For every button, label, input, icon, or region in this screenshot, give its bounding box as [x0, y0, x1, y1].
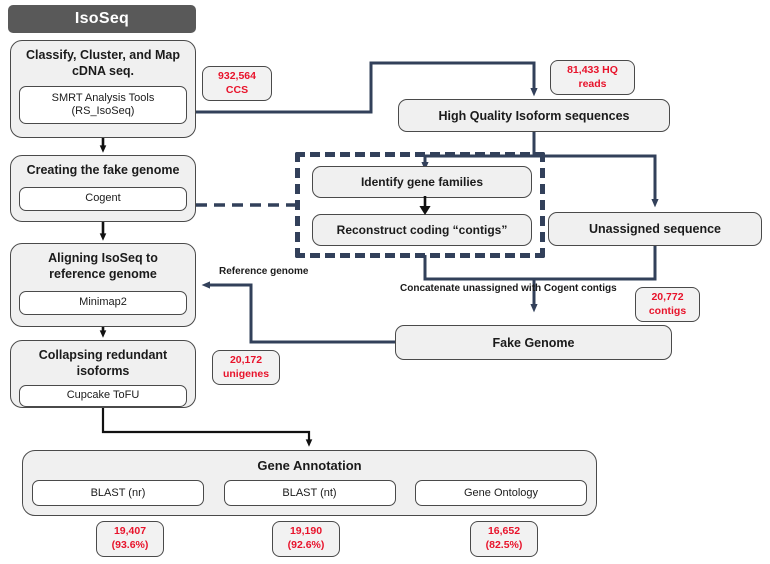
stat-unit: unigenes: [222, 367, 270, 380]
stat-unit: CCS: [225, 83, 249, 96]
wire-stage4-to-annotation: [101, 408, 313, 447]
stage-classify-cluster-map[interactable]: Classify, Cluster, and Map cDNA seq. SMR…: [10, 40, 196, 138]
annotation-tool-gene-ontology[interactable]: Gene Ontology: [415, 480, 587, 506]
page-title: IsoSeq: [74, 10, 130, 27]
panel-gene-annotation[interactable]: Gene Annotation BLAST (nr) BLAST (nt) Ge…: [22, 450, 597, 516]
stat-gene-ontology-result: 16,652 (82.5%): [470, 521, 538, 557]
stat-value: 16,652: [487, 525, 521, 538]
stage-title: Aligning IsoSeq to reference genome: [48, 251, 158, 281]
stat-ccs: 932,564 CCS: [202, 66, 272, 101]
box-high-quality-isoform-sequences[interactable]: High Quality Isoform sequences: [398, 99, 670, 132]
stage-title: Creating the fake genome: [26, 163, 180, 177]
wire-unassigned-to-bus: [534, 246, 657, 281]
annotation-tool-blast-nr[interactable]: BLAST (nr): [32, 480, 204, 506]
annotation-tools-row: BLAST (nr) BLAST (nt) Gene Ontology: [32, 480, 587, 506]
stat-blast-nr-result: 19,407 (93.6%): [96, 521, 164, 557]
wire-identify-to-reconstruct: [419, 196, 431, 215]
stat-value: 20,772: [651, 290, 684, 303]
wire-fakegenome-to-aligning: [201, 281, 395, 344]
annotation-tool-blast-nt[interactable]: BLAST (nt): [223, 480, 396, 506]
stage-title: Collapsing redundant isoforms: [38, 348, 168, 378]
stat-value: 19,190: [289, 525, 323, 538]
box-fake-genome[interactable]: Fake Genome: [395, 325, 672, 360]
stat-blast-nt-result: 19,190 (92.6%): [272, 521, 340, 557]
stat-value: 81,433 HQ: [567, 63, 618, 76]
stat-percent: (82.5%): [485, 539, 523, 551]
box-unassigned-sequence[interactable]: Unassigned sequence: [548, 212, 762, 246]
stat-percent: (92.6%): [287, 539, 325, 551]
stat-value: 20,172: [229, 353, 263, 366]
box-reconstruct-coding-contigs[interactable]: Reconstruct coding “contigs”: [312, 214, 532, 246]
stat-unit: contigs: [648, 304, 687, 317]
stat-hq-reads: 81,433 HQ reads: [550, 60, 635, 95]
stage-tool[interactable]: Cogent: [19, 186, 187, 211]
stage-aligning-isoseq[interactable]: Aligning IsoSeq to reference genome Mini…: [10, 243, 196, 327]
panel-title: Gene Annotation: [257, 458, 362, 473]
stage-tool[interactable]: Minimap2: [19, 291, 187, 316]
caption-concatenate: Concatenate unassigned with Cogent conti…: [400, 283, 617, 294]
stage-creating-fake-genome[interactable]: Creating the fake genome Cogent: [10, 155, 196, 222]
stat-contigs: 20,772 contigs: [635, 287, 700, 322]
stage-title: Classify, Cluster, and Map cDNA seq.: [26, 48, 180, 78]
stage-tool[interactable]: SMRT Analysis Tools (RS_IsoSeq): [19, 86, 187, 125]
wire-contigs-to-bus: [423, 255, 538, 313]
box-identify-gene-families[interactable]: Identify gene families: [312, 166, 532, 198]
stat-value: 19,407: [113, 525, 147, 538]
stage-tool[interactable]: Cupcake ToFU: [19, 385, 187, 407]
diagram-title-bar: IsoSeq: [8, 5, 196, 33]
stage-collapsing-isoforms[interactable]: Collapsing redundant isoforms Cupcake To…: [10, 340, 196, 408]
stat-value: 932,564: [218, 69, 256, 82]
stat-percent: (93.6%): [111, 539, 149, 551]
stat-unit: reads: [578, 77, 607, 90]
cogent-gene-family-group: [295, 152, 545, 258]
caption-reference-genome: Reference genome: [219, 266, 309, 277]
stat-unigenes: 20,172 unigenes: [212, 350, 280, 385]
